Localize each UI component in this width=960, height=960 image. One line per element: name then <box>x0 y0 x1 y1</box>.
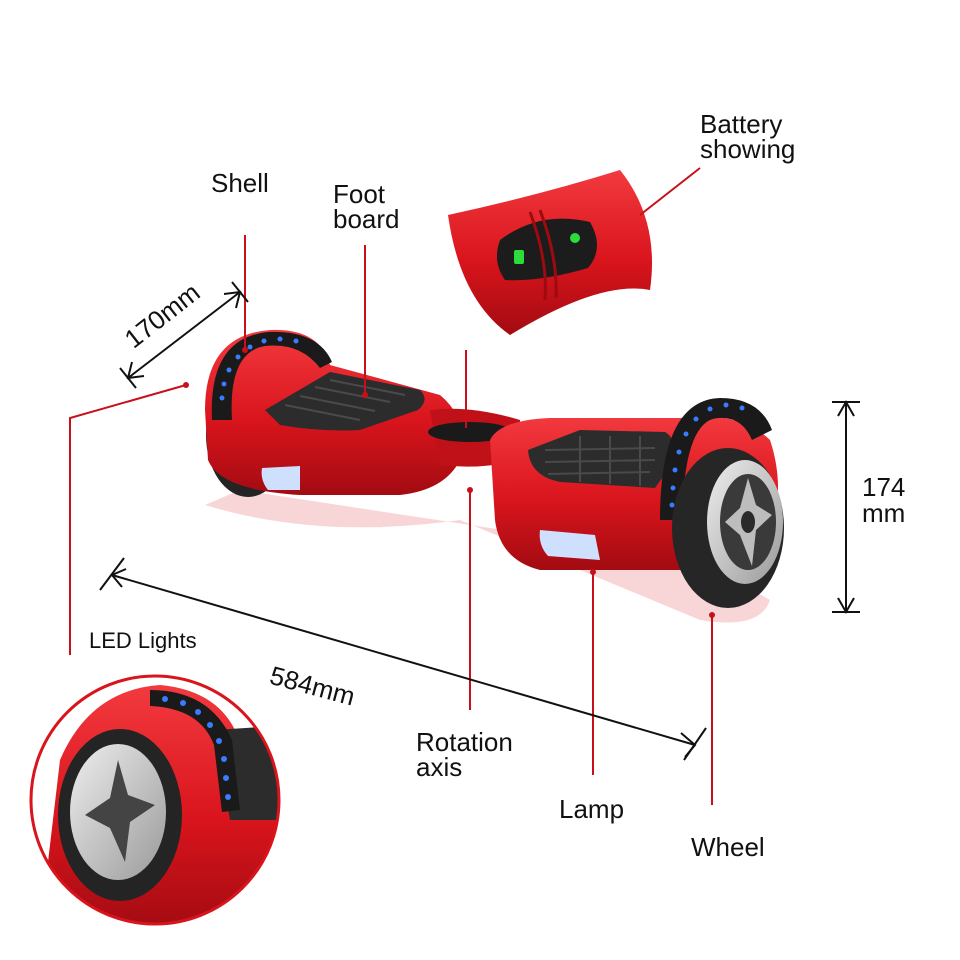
left-lamp <box>261 466 300 490</box>
label-foot-board-line2: board <box>333 204 400 234</box>
right-led-strip <box>669 402 745 508</box>
label-wheel: Wheel <box>691 832 765 862</box>
label-foot-board-line1: Foot <box>333 179 386 209</box>
label-led-lights: LED Lights <box>89 628 197 653</box>
right-lamp <box>539 530 600 560</box>
battery-panel <box>448 170 652 335</box>
label-battery-line2: showing <box>700 134 796 164</box>
label-battery-line1: Battery <box>700 109 783 139</box>
label-rotation-line2: axis <box>416 752 463 782</box>
floor-reflection <box>205 490 770 623</box>
battery-leader <box>639 167 701 216</box>
right-fender <box>660 398 772 520</box>
right-wheel <box>672 448 784 608</box>
leader-dots <box>183 347 715 618</box>
label-height-dimension-line2: mm <box>862 498 906 528</box>
led-leader <box>69 384 187 655</box>
right-foot-pad-grip <box>544 436 656 486</box>
led-zoom-inset <box>29 674 281 926</box>
label-rotation-line1: Rotation <box>416 727 513 757</box>
battery-window-small <box>428 422 512 442</box>
width-dimension-line <box>127 291 241 379</box>
hoverboard <box>205 329 784 608</box>
dimension-lines <box>99 281 860 761</box>
left-foot-pad-grip <box>284 379 406 421</box>
label-height-dimension-line1: 174 <box>862 472 906 502</box>
left-foot-pad <box>265 372 425 431</box>
leader-lines <box>69 167 713 805</box>
length-dimension-line <box>111 574 696 746</box>
left-led-strip <box>219 336 299 401</box>
label-shell: Shell <box>211 168 269 198</box>
left-fender <box>211 331 332 420</box>
label-lamp: Lamp <box>559 794 625 824</box>
